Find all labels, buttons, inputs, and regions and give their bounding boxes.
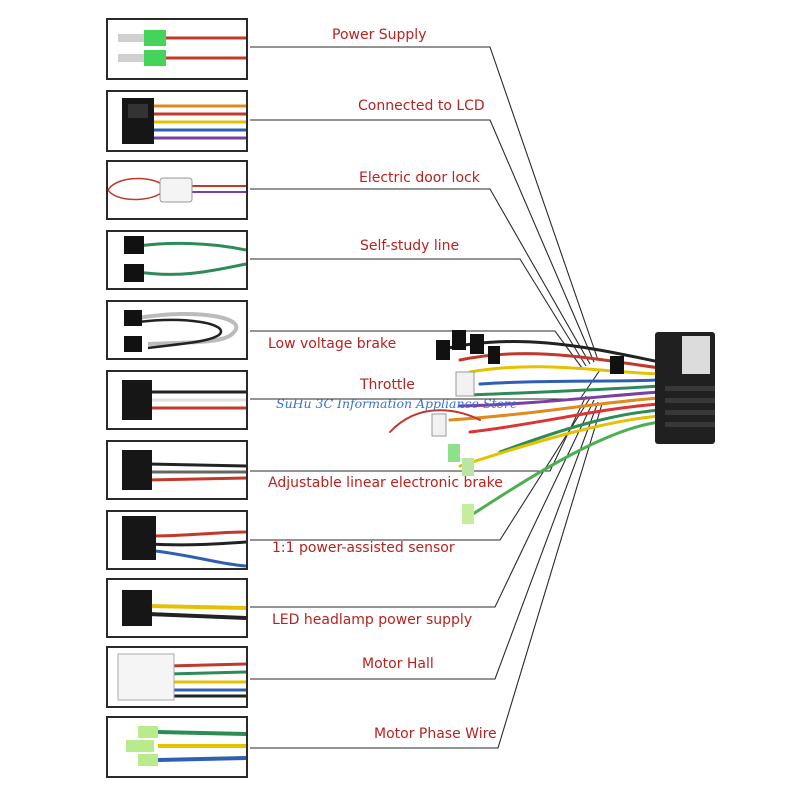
motor-hall-connector-image	[117, 653, 246, 701]
bundle-connector	[470, 334, 484, 354]
leader-line-phase-wire	[250, 403, 603, 749]
leader-line-power-supply	[250, 46, 599, 361]
controller-fin	[665, 386, 715, 391]
leader-line-throttle	[250, 369, 601, 400]
linear-brake-connector-image	[122, 450, 246, 490]
label-led-headlamp-power-supply: LED headlamp power supply	[272, 612, 473, 628]
bundle-wire	[458, 414, 662, 468]
bundle-wire	[438, 340, 662, 364]
lcd-connector-image	[122, 98, 246, 144]
connector-box-self-study	[106, 230, 248, 290]
power-supply-connector-image	[118, 30, 246, 66]
store-watermark: SuHu 3C Information Appliance Store	[276, 396, 518, 411]
bundle-wire	[468, 365, 662, 376]
bundle-wire	[468, 420, 662, 518]
connector-box-motor-hall	[106, 646, 248, 708]
connector-box-sensor	[106, 510, 248, 570]
bundle-connector	[455, 371, 475, 397]
bundle-connector	[431, 413, 447, 437]
leader-line-motor-hall	[250, 401, 599, 680]
connector-box-lcd	[106, 90, 248, 152]
phase-wire-connector-image	[126, 726, 246, 766]
label-low-voltage-brake: Low voltage brake	[268, 336, 397, 352]
bundle-connector	[436, 340, 450, 360]
label-power-supply: Power Supply	[332, 27, 427, 43]
label-electric-door-lock: Electric door lock	[359, 170, 480, 186]
bundle-connector	[488, 346, 500, 364]
bundle-wire	[468, 384, 662, 397]
bundle-wire	[458, 352, 662, 370]
connector-box-throttle	[106, 370, 248, 430]
headlamp-connector-image	[122, 590, 246, 626]
controller-fin	[665, 398, 715, 403]
label-self-study-line: Self-study line	[360, 238, 460, 254]
label-adjustable-linear-electronic-brake: Adjustable linear electronic brake	[268, 475, 503, 491]
bundle-connector	[610, 356, 624, 374]
bundle-connector	[452, 330, 466, 350]
label-power-assisted-sensor: 1:1 power-assisted sensor	[272, 540, 455, 556]
sensor-connector-image	[122, 516, 246, 568]
door-lock-connector-image	[108, 177, 246, 203]
bundle-wire	[468, 402, 662, 434]
label-connected-to-lcd: Connected to LCD	[358, 98, 485, 114]
label-motor-phase-wire: Motor Phase Wire	[374, 726, 497, 742]
bundle-wire	[389, 409, 481, 433]
leader-line-lcd	[250, 119, 595, 363]
connector-box-phase-wire	[106, 716, 248, 778]
controller-sticker	[682, 336, 710, 374]
label-motor-hall: Motor Hall	[362, 656, 434, 672]
bundle-wire	[498, 408, 662, 454]
bundle-wire	[458, 390, 662, 408]
controller-fin	[665, 422, 715, 427]
bundle-connector	[448, 444, 460, 462]
bundle-connector	[462, 504, 474, 524]
leader-line-self-study	[250, 258, 587, 367]
self-study-connector-image	[124, 236, 246, 282]
low-brake-connector-image	[124, 310, 239, 352]
leader-line-headlamp	[250, 399, 595, 608]
throttle-connector-image	[122, 380, 246, 420]
connector-box-linear-brake	[106, 440, 248, 500]
leader-line-linear-brake	[250, 395, 587, 472]
label-throttle: Throttle	[360, 377, 415, 393]
bundle-connectors	[431, 330, 624, 524]
leader-line-sensor	[250, 397, 591, 541]
connector-box-headlamp	[106, 578, 248, 638]
controller-fin	[665, 410, 715, 415]
connector-box-power-supply	[106, 18, 248, 80]
connector-box-low-brake	[106, 300, 248, 360]
connector-box-door-lock	[106, 160, 248, 220]
bundle-wire	[448, 396, 662, 422]
bundle-wire	[478, 378, 662, 386]
bundle-connector	[462, 458, 474, 476]
leader-line-door-lock	[250, 188, 591, 365]
